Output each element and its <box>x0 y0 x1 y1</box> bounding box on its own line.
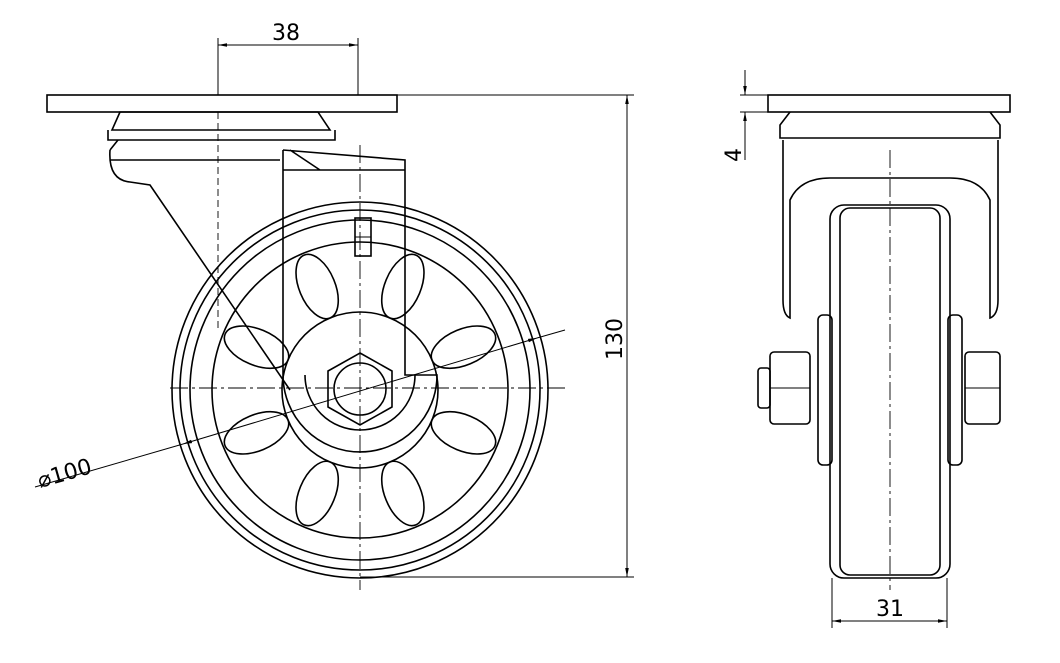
leg <box>109 149 291 391</box>
swivel-ring <box>107 111 336 141</box>
front-view <box>46 94 565 590</box>
dimension-31: 31 <box>831 578 948 628</box>
dimension-4: 4 <box>722 70 768 162</box>
wheel-spoke <box>223 410 290 455</box>
dimension-38-label: 38 <box>272 21 300 46</box>
wheel-spoke <box>295 253 340 320</box>
dimension-130: 130 <box>360 94 634 578</box>
side-view <box>757 94 1011 590</box>
dimension-31-label: 31 <box>876 597 904 622</box>
top-plate <box>46 94 398 113</box>
side-top-plate <box>767 94 1011 113</box>
dimension-diameter-label: ⌀100 <box>35 455 95 494</box>
side-fork <box>782 140 999 320</box>
wheel-spoke <box>380 253 425 320</box>
wheel-spoke <box>380 460 425 527</box>
dimension-38: 38 <box>217 21 359 95</box>
wheel-spoke <box>295 460 340 527</box>
dimension-4-label: 4 <box>722 148 747 162</box>
wheel-spoke <box>430 410 497 455</box>
dimension-130-label: 130 <box>603 318 628 360</box>
